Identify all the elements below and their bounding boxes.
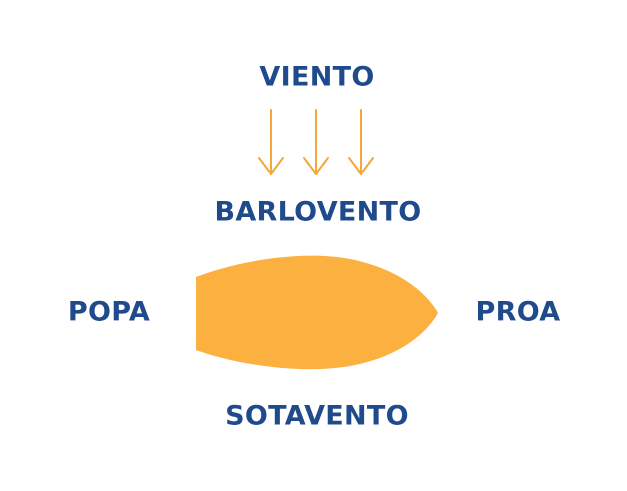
wind-arrows (258, 109, 374, 175)
arrow-down-icon (348, 109, 374, 175)
boat-hull-icon (196, 255, 438, 370)
stern-label: POPA (67, 296, 151, 328)
windward-label: BARLOVENTO (214, 196, 422, 228)
wind-label: VIENTO (259, 61, 375, 93)
arrow-down-icon (258, 109, 284, 175)
leeward-label: SOTAVENTO (225, 400, 409, 432)
arrow-down-icon (303, 109, 329, 175)
bow-label: PROA (475, 296, 561, 328)
